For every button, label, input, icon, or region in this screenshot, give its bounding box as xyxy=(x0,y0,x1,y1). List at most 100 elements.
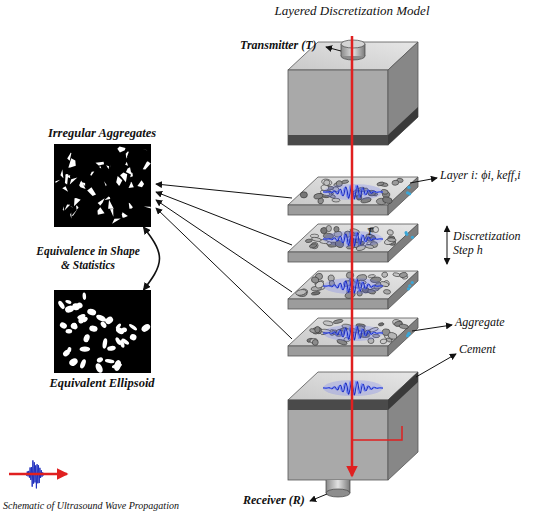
aggregate-particle xyxy=(323,320,333,326)
ellipsoid-aggregate xyxy=(57,300,66,310)
irregular-aggregate xyxy=(121,212,127,217)
irregular-aggregate xyxy=(62,186,68,192)
aggregate-particle xyxy=(324,180,330,186)
propagation-arrow-sample xyxy=(9,473,67,476)
legend-icon xyxy=(3,452,83,496)
aggregate-particle xyxy=(313,193,323,200)
block-front-face xyxy=(288,70,388,145)
irregular-aggregate xyxy=(129,182,132,184)
aggregate-particle xyxy=(384,237,396,246)
aggregate-particle xyxy=(373,226,379,232)
panel-caption: Equivalent Ellipsoid xyxy=(38,376,166,391)
irregular-aggregate xyxy=(125,167,131,174)
diagram-title: Layered Discretization Model xyxy=(252,3,452,19)
ellipsoid-aggregate xyxy=(71,303,79,311)
ellipsoid-aggregate xyxy=(79,346,90,352)
equivalence-arrow xyxy=(144,227,160,290)
step-dimension-arrow xyxy=(447,226,448,264)
irregular-aggregate xyxy=(137,180,144,187)
callout-label: T xyxy=(367,226,373,238)
legend-text: Schematic of Ultrasound Wave Propagation xyxy=(3,500,179,511)
block-band xyxy=(288,135,388,145)
irregular-aggregate xyxy=(106,165,109,169)
aggregate-particle xyxy=(311,276,320,284)
aggregate-particle xyxy=(334,226,340,232)
aggregate-particle xyxy=(300,192,308,199)
irregular-aggregate xyxy=(142,161,150,169)
irregular-aggregate xyxy=(109,209,112,217)
irregular-aggregate xyxy=(116,176,122,186)
aggregate-particle xyxy=(399,324,409,330)
ellipsoid-aggregate xyxy=(58,321,67,330)
aggregate-particle xyxy=(392,180,399,186)
layer-sample-arrow xyxy=(156,208,292,339)
aggregate-particle xyxy=(380,338,387,344)
irregular-aggregate xyxy=(90,172,94,176)
microstructure-pattern xyxy=(54,144,151,227)
irregular-aggregate xyxy=(74,198,81,206)
irregular-aggregate xyxy=(143,207,150,209)
irregular-aggregate xyxy=(76,205,78,210)
layer-front-face xyxy=(288,299,388,309)
irregular-aggregate xyxy=(126,157,128,159)
irregular-aggregate xyxy=(95,162,104,166)
layer-front-face xyxy=(288,346,388,356)
leader-line xyxy=(412,325,452,331)
irregular-aggregate xyxy=(60,169,63,178)
ellipsoid-aggregate xyxy=(95,313,107,323)
block-band xyxy=(388,107,418,145)
microstructure-pattern xyxy=(54,290,151,373)
aggregate-particle xyxy=(387,238,396,242)
irregular-aggregate xyxy=(64,205,70,211)
irregular-aggregate xyxy=(112,219,121,224)
callout-label: Discretization Step h xyxy=(453,230,535,258)
ellipsoid-aggregate xyxy=(70,322,78,331)
marker-dot xyxy=(407,332,410,335)
irregular-aggregate xyxy=(70,213,71,219)
aggregate-particle xyxy=(312,339,319,346)
irregular-aggregate xyxy=(55,180,60,183)
irregular-aggregate xyxy=(125,152,128,159)
aggregate-particles xyxy=(295,178,414,346)
callout-label: Transmitter (T) xyxy=(240,39,317,53)
layer-side-face xyxy=(388,318,418,356)
aggregate-particle xyxy=(383,289,391,294)
ellipsoid-aggregate xyxy=(86,308,96,317)
ultrasound-path-arrow xyxy=(351,36,354,476)
irregular-aggregate xyxy=(117,147,125,153)
marker-dot xyxy=(407,332,410,335)
aggregate-particle xyxy=(399,272,408,278)
marker-dot xyxy=(408,284,411,287)
legend-entry: Schematic of Ultrasound Wave Propagation xyxy=(3,452,179,511)
irregular-aggregate xyxy=(69,178,77,185)
ellipsoid-aggregate xyxy=(65,329,72,334)
leader-line xyxy=(310,494,327,501)
image-panel: Equivalent Ellipsoid xyxy=(38,287,166,391)
irregular-aggregate xyxy=(130,172,133,177)
ellipsoid-aggregate xyxy=(79,358,87,369)
microstructure-image xyxy=(54,290,151,373)
ellipsoid-aggregate xyxy=(114,337,122,346)
irregular-aggregate xyxy=(108,200,114,209)
aggregate-particle xyxy=(387,229,394,236)
aggregate-particle xyxy=(311,291,320,295)
irregular-aggregate xyxy=(99,165,101,168)
layer-front-face xyxy=(288,205,388,215)
ellipsoid-aggregate xyxy=(114,323,121,330)
cylinder-edge xyxy=(350,480,351,493)
irregular-aggregate xyxy=(142,149,146,150)
aggregate-particle xyxy=(382,196,393,204)
irregular-aggregate xyxy=(125,162,128,166)
marker-dot xyxy=(411,281,414,284)
marker-dot xyxy=(411,236,414,239)
irregular-aggregate xyxy=(67,153,71,161)
aggregate-particle xyxy=(305,239,312,243)
image-panel: Irregular Aggregates xyxy=(38,126,166,230)
microstructure-image xyxy=(54,144,151,227)
layer-front-face xyxy=(288,252,388,262)
ellipsoid-aggregate xyxy=(128,323,138,331)
ellipsoid-aggregate xyxy=(69,322,77,330)
aggregate-particle xyxy=(326,225,331,231)
aggregate-particle xyxy=(333,319,343,324)
ellipsoid-aggregate xyxy=(76,313,85,320)
